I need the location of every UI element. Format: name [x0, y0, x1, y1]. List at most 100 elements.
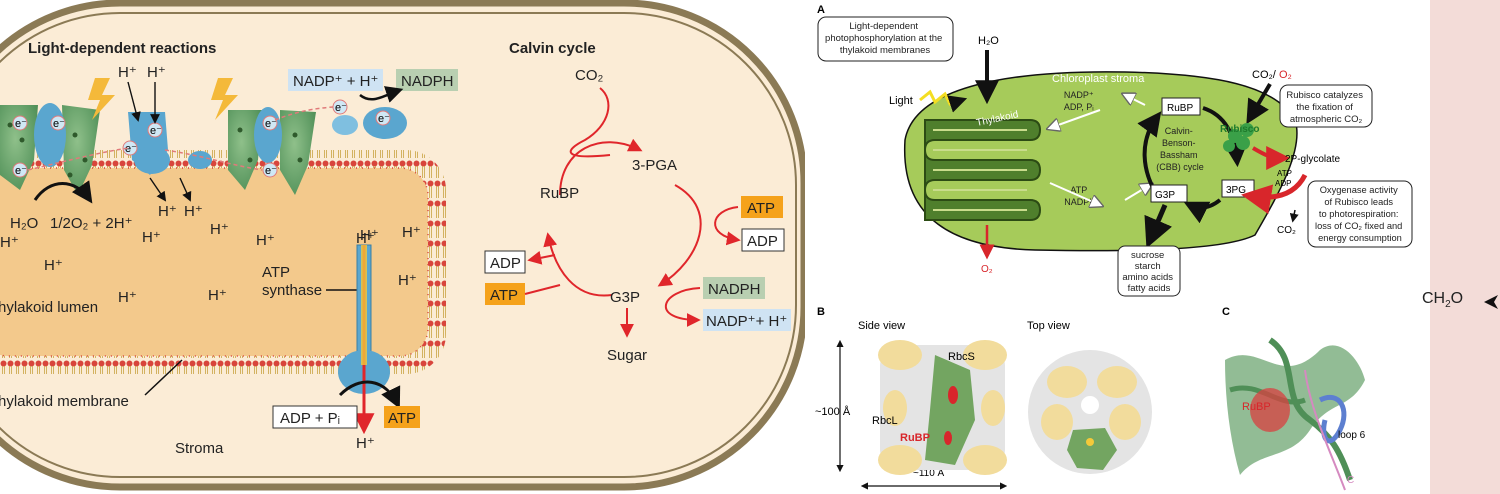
svg-text:e⁻: e⁻	[265, 165, 277, 177]
adp-pi-box	[272, 405, 358, 429]
arrow-left-icon	[1484, 295, 1498, 309]
svg-text:H⁺: H⁺	[118, 64, 137, 81]
svg-text:3PG: 3PG	[1226, 185, 1246, 196]
svg-text:H⁺: H⁺	[208, 287, 227, 304]
svg-text:NADPH: NADPH	[708, 281, 761, 298]
svg-text:H⁺: H⁺	[0, 234, 19, 251]
svg-text:~100 Å: ~100 Å	[815, 405, 851, 418]
svg-text:H⁺: H⁺	[398, 272, 417, 289]
svg-text:NADP⁺ ADP, Pᵢ ATP: NADP⁺ ADP, Pᵢ ATP NADPH	[1064, 90, 1096, 207]
svg-text:CO₂: CO₂	[575, 67, 604, 84]
active-site-ribbon	[1220, 335, 1370, 494]
svg-text:3-PGA: 3-PGA	[632, 157, 677, 174]
svg-text:H⁺: H⁺	[142, 229, 161, 246]
svg-text:C: C	[1222, 306, 1230, 318]
svg-text:NADP⁺ + H⁺: NADP⁺ + H⁺	[293, 73, 378, 90]
svg-text:H⁺: H⁺	[256, 232, 275, 249]
svg-text:RbcS: RbcS	[948, 351, 975, 363]
svg-text:H₂O: H₂O	[978, 35, 999, 47]
svg-text:H⁺: H⁺	[360, 227, 379, 244]
svg-text:Light-dependent photophosp: Light-dependent photophosphorylation at …	[825, 21, 945, 56]
svg-text:O₂: O₂	[981, 264, 993, 275]
svg-text:Oxygenase activity of Rubi: Oxygenase activity of Rubisco leads to p…	[1315, 185, 1405, 243]
svg-text:H⁺: H⁺	[402, 224, 421, 241]
svg-text:Side view: Side view	[858, 320, 905, 332]
svg-text:H⁺: H⁺	[184, 203, 203, 220]
svg-text:e⁻: e⁻	[15, 118, 27, 130]
svg-text:Sugar: Sugar	[607, 347, 647, 364]
svg-text:ATP: ATP	[1277, 169, 1292, 178]
electron-carriers: e⁻ e⁻ e⁻ e⁻ e⁻ e⁻ e⁻ e⁻ e⁻	[12, 99, 391, 178]
cytochrome-complex	[128, 112, 212, 175]
svg-text:synthase: synthase	[262, 282, 322, 299]
svg-text:e⁻: e⁻	[265, 118, 277, 130]
svg-text:e⁻: e⁻	[150, 125, 162, 137]
light-bolt-icon	[211, 78, 238, 120]
figure-a-chloroplast-scheme: A Chloroplast stroma Thylakoid Light-dep…	[817, 4, 1413, 297]
ch2o-label: CH2O	[1422, 290, 1464, 311]
svg-text:ATP: ATP	[747, 200, 775, 217]
svg-text:RuBP: RuBP	[1167, 103, 1193, 114]
thylakoid-lumen-label: hylakoid lumen	[0, 299, 98, 316]
photosynthesis-overview-diagram: Light-dependent reactions Calvin cycle e…	[0, 0, 805, 491]
svg-text:loop 6: loop 6	[1338, 430, 1366, 441]
svg-text:H⁺: H⁺	[356, 435, 375, 452]
svg-text:NADP⁺+ H⁺: NADP⁺+ H⁺	[706, 313, 787, 330]
svg-text:ATP: ATP	[490, 287, 518, 304]
svg-text:ADP: ADP	[1275, 179, 1291, 188]
nadph-box	[396, 69, 458, 91]
rubisco-icon	[1223, 123, 1254, 152]
svg-text:Chloroplast stroma: Chloroplast stroma	[1052, 73, 1145, 85]
svg-text:e⁻: e⁻	[125, 143, 137, 155]
svg-text:Rubisco: Rubisco	[1220, 124, 1259, 135]
svg-text:O₂: O₂	[1279, 69, 1292, 81]
svg-text:H⁺: H⁺	[118, 289, 137, 306]
heading-light-reactions: Light-dependent reactions	[28, 40, 216, 57]
svg-text:A: A	[817, 4, 825, 16]
svg-text:NADPH: NADPH	[401, 73, 454, 90]
svg-text:H⁺: H⁺	[44, 257, 63, 274]
heading-calvin-cycle: Calvin cycle	[509, 40, 596, 57]
rubisco-top-view	[1028, 350, 1152, 474]
thylakoid-membrane-label: hylakoid membrane	[0, 393, 129, 410]
nadp-box	[288, 69, 383, 91]
stroma-label: Stroma	[175, 440, 224, 457]
svg-text:H⁺: H⁺	[210, 221, 229, 238]
svg-text:Top view: Top view	[1027, 320, 1070, 332]
svg-text:1/2O₂ + 2H⁺: 1/2O₂ + 2H⁺	[50, 215, 133, 232]
svg-text:H₂O: H₂O	[10, 215, 38, 232]
svg-text:RuBP: RuBP	[1242, 401, 1271, 413]
svg-text:e⁻: e⁻	[53, 118, 65, 130]
right-panel	[1430, 0, 1500, 494]
svg-text:e⁻: e⁻	[15, 165, 27, 177]
svg-text:Calvin- Benson- Bassha: Calvin- Benson- Bassham (CBB) cycle	[1156, 126, 1204, 172]
svg-text:Light: Light	[889, 95, 913, 107]
svg-text:ADP: ADP	[747, 233, 778, 250]
svg-text:CO₂/: CO₂/	[1252, 69, 1277, 81]
figure-c-active-site: C RuBP loop 6 C	[1220, 306, 1370, 494]
svg-text:B: B	[817, 306, 825, 318]
svg-text:e⁻: e⁻	[335, 102, 347, 114]
svg-text:H⁺: H⁺	[147, 64, 166, 81]
svg-text:C: C	[1347, 475, 1354, 486]
svg-text:2P-glycolate: 2P-glycolate	[1285, 154, 1340, 165]
svg-text:ADP: ADP	[490, 255, 521, 272]
svg-text:ATP: ATP	[262, 264, 290, 281]
svg-text:CO₂: CO₂	[1277, 225, 1296, 236]
svg-text:ATP: ATP	[388, 410, 416, 427]
svg-text:ADP + Pᵢ: ADP + Pᵢ	[280, 410, 340, 427]
svg-text:G3P: G3P	[610, 289, 640, 306]
svg-text:sucrose starch amino a: sucrose starch amino acids fatty acids	[1122, 250, 1175, 294]
rubisco-side-view	[878, 340, 1007, 475]
svg-text:RuBP: RuBP	[540, 185, 579, 202]
atp-box	[384, 406, 420, 428]
svg-text:RuBP: RuBP	[900, 432, 930, 444]
svg-text:e⁻: e⁻	[378, 113, 390, 125]
figure-b-rubisco-structure: B Side view Top view ~100 Å ~110 Å RbcS …	[815, 306, 1152, 490]
svg-text:G3P: G3P	[1155, 190, 1175, 201]
svg-text:H⁺: H⁺	[158, 203, 177, 220]
photosystem-ii	[0, 103, 100, 195]
calvin-cycle: CO₂ 3-PGA RuBP G3P Sugar ATP ADP ADP ATP…	[484, 67, 791, 364]
light-bolt-icon	[88, 78, 115, 120]
svg-text:H⁺: H⁺	[356, 230, 375, 247]
